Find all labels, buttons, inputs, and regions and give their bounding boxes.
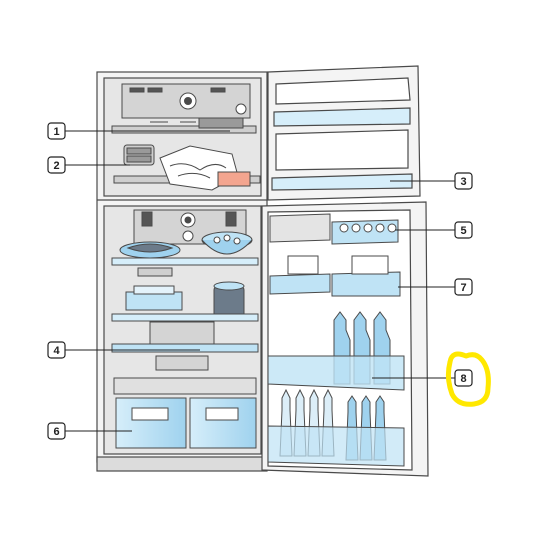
callout-2: 2	[47, 156, 66, 174]
callout-6-label: 6	[53, 426, 59, 438]
callout-1-label: 1	[53, 126, 59, 138]
freezer-door	[267, 65, 421, 201]
highlight-marker	[445, 351, 491, 407]
bottle-shelf	[267, 355, 405, 391]
fish-plate	[119, 241, 181, 259]
freezer-control-panel	[121, 83, 251, 119]
callout-7: 7	[454, 278, 473, 296]
bottom-door-shelf	[267, 425, 405, 467]
olive-jar	[213, 281, 245, 319]
callout-3-label: 3	[460, 176, 466, 188]
egg-tray	[331, 219, 399, 245]
callout-5-label: 5	[460, 225, 466, 237]
frozen-food	[159, 145, 251, 191]
callout-2-label: 2	[53, 160, 59, 172]
callout-4: 4	[47, 341, 66, 359]
callout-8: 8	[454, 369, 473, 387]
butter-dish	[125, 285, 183, 311]
crisper-cover	[113, 377, 257, 395]
callout-8-label: 8	[460, 373, 466, 385]
callout-1: 1	[47, 122, 66, 140]
fridge-shelf-lower	[111, 343, 259, 371]
callout-5: 5	[454, 221, 473, 239]
callout-4-label: 4	[53, 345, 60, 357]
callout-6: 6	[47, 422, 66, 440]
glass-bowl	[201, 231, 253, 255]
callout-leaders	[64, 130, 455, 432]
callout-7-label: 7	[460, 282, 466, 294]
fridge-shelf-upper	[111, 257, 259, 277]
callout-3: 3	[454, 172, 473, 190]
crisper-drawers	[115, 397, 257, 449]
dairy-compartment	[269, 213, 401, 297]
freezer-shelf	[111, 117, 257, 134]
